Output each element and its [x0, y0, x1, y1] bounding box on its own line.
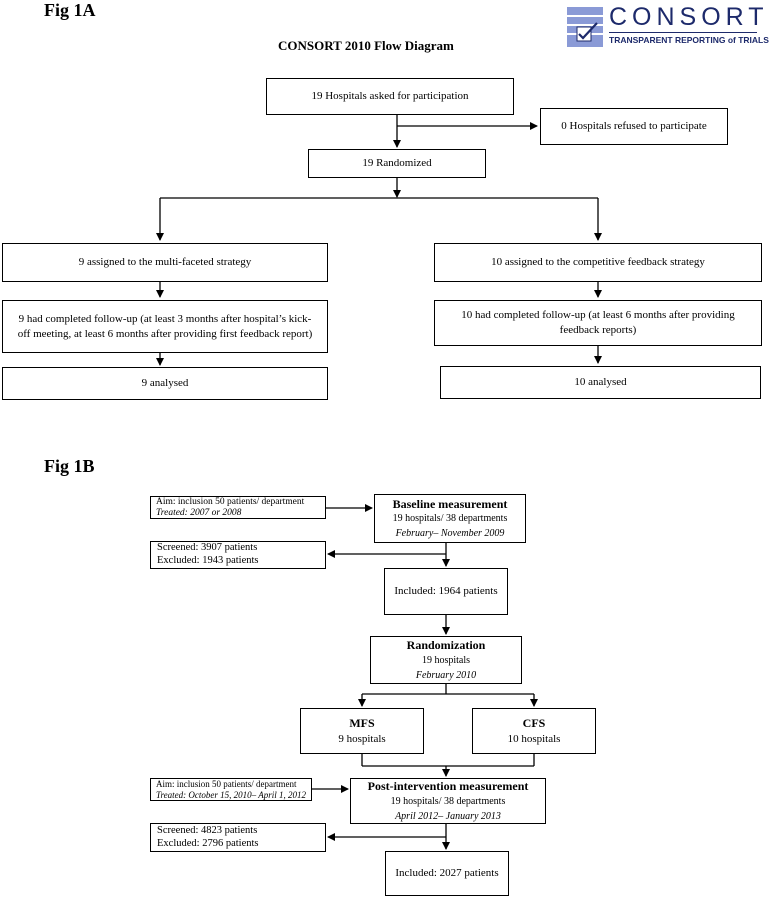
baseline-date: February– November 2009: [395, 528, 505, 540]
post-date: April 2012– January 2013: [395, 810, 501, 822]
asked-text: 19 Hospitals asked for participation: [311, 90, 469, 103]
refused-text: 0 Hospitals refused to participate: [561, 120, 707, 133]
post-title: Post-intervention measurement: [367, 779, 529, 794]
right-followup-box: 10 had completed follow-up (at least 6 m…: [434, 300, 762, 346]
aim2-line2: Treated: October 15, 2010– April 1, 2012: [156, 789, 306, 800]
mfs-sub: 9 hospitals: [338, 732, 386, 745]
randomized-text: 19 Randomized: [362, 157, 432, 170]
consort-logo-mark-icon: [567, 7, 603, 47]
cfs-sub: 10 hospitals: [507, 732, 561, 745]
aim2-box: Aim: inclusion 50 patients/ department T…: [150, 778, 312, 801]
aim1-box: Aim: inclusion 50 patients/ department T…: [150, 496, 326, 519]
aim1-line1: Aim: inclusion 50 patients/ department: [156, 496, 305, 507]
right-analysed-box: 10 analysed: [440, 366, 761, 399]
screen1-box: Screened: 3907 patients Excluded: 1943 p…: [150, 541, 326, 569]
aim2-line1: Aim: inclusion 50 patients/ department: [156, 779, 297, 790]
left-analysed-box: 9 analysed: [2, 367, 328, 400]
baseline-sub: 19 hospitals/ 38 departments: [392, 513, 508, 525]
fig-1a-label: Fig 1A: [44, 0, 96, 20]
right-analysed-text: 10 analysed: [574, 376, 627, 389]
post-sub: 19 hospitals/ 38 departments: [390, 795, 506, 807]
included1-text: Included: 1964 patients: [394, 585, 498, 598]
randomization-title: Randomization: [406, 638, 486, 653]
randomized-box: 19 Randomized: [308, 149, 486, 178]
cfs-title: CFS: [522, 716, 546, 731]
randomization-date: February 2010: [415, 669, 477, 681]
left-followup-box: 9 had completed follow-up (at least 3 mo…: [2, 300, 328, 353]
screen1-line1: Screened: 3907 patients: [157, 542, 258, 554]
right-assigned-box: 10 assigned to the competitive feedback …: [434, 243, 762, 282]
left-analysed-text: 9 analysed: [141, 377, 189, 390]
left-assigned-text: 9 assigned to the multi-faceted strategy: [78, 256, 252, 269]
left-assigned-box: 9 assigned to the multi-faceted strategy: [2, 243, 328, 282]
included2-box: Included: 2027 patients: [385, 851, 509, 896]
screen1-line2: Excluded: 1943 patients: [157, 555, 259, 566]
right-assigned-text: 10 assigned to the competitive feedback …: [491, 256, 705, 269]
right-followup-text: 10 had completed follow-up (at least 6 m…: [461, 309, 735, 336]
logo-rule: [609, 32, 757, 33]
consort-logo-tagline: TRANSPARENT REPORTING of TRIALS: [609, 35, 769, 45]
left-followup-text: 9 had completed follow-up (at least 3 mo…: [17, 312, 313, 340]
cfs-box: CFS 10 hospitals: [472, 708, 596, 754]
consort-logo-name: CONSORT: [609, 3, 769, 31]
refused-box: 0 Hospitals refused to participate: [540, 108, 728, 145]
baseline-box: Baseline measurement 19 hospitals/ 38 de…: [374, 494, 526, 543]
consort-logo: CONSORT TRANSPARENT REPORTING of TRIALS: [567, 3, 769, 49]
post-box: Post-intervention measurement 19 hospita…: [350, 778, 546, 824]
randomization-box: Randomization 19 hospitals February 2010: [370, 636, 522, 684]
included1-box: Included: 1964 patients: [384, 568, 508, 615]
screen2-line2: Excluded: 2796 patients: [157, 837, 259, 849]
included2-text: Included: 2027 patients: [395, 867, 499, 880]
fig-1a-title: CONSORT 2010 Flow Diagram: [278, 38, 454, 53]
mfs-title: MFS: [349, 716, 375, 731]
screen2-line1: Screened: 4823 patients: [157, 824, 258, 836]
baseline-title: Baseline measurement: [392, 496, 508, 511]
randomization-sub: 19 hospitals: [421, 654, 471, 666]
asked-box: 19 Hospitals asked for participation: [266, 78, 514, 115]
aim1-line2: Treated: 2007 or 2008: [156, 507, 242, 518]
screen2-box: Screened: 4823 patients Excluded: 2796 p…: [150, 823, 326, 852]
mfs-box: MFS 9 hospitals: [300, 708, 424, 754]
fig-1b-label: Fig 1B: [44, 456, 95, 476]
